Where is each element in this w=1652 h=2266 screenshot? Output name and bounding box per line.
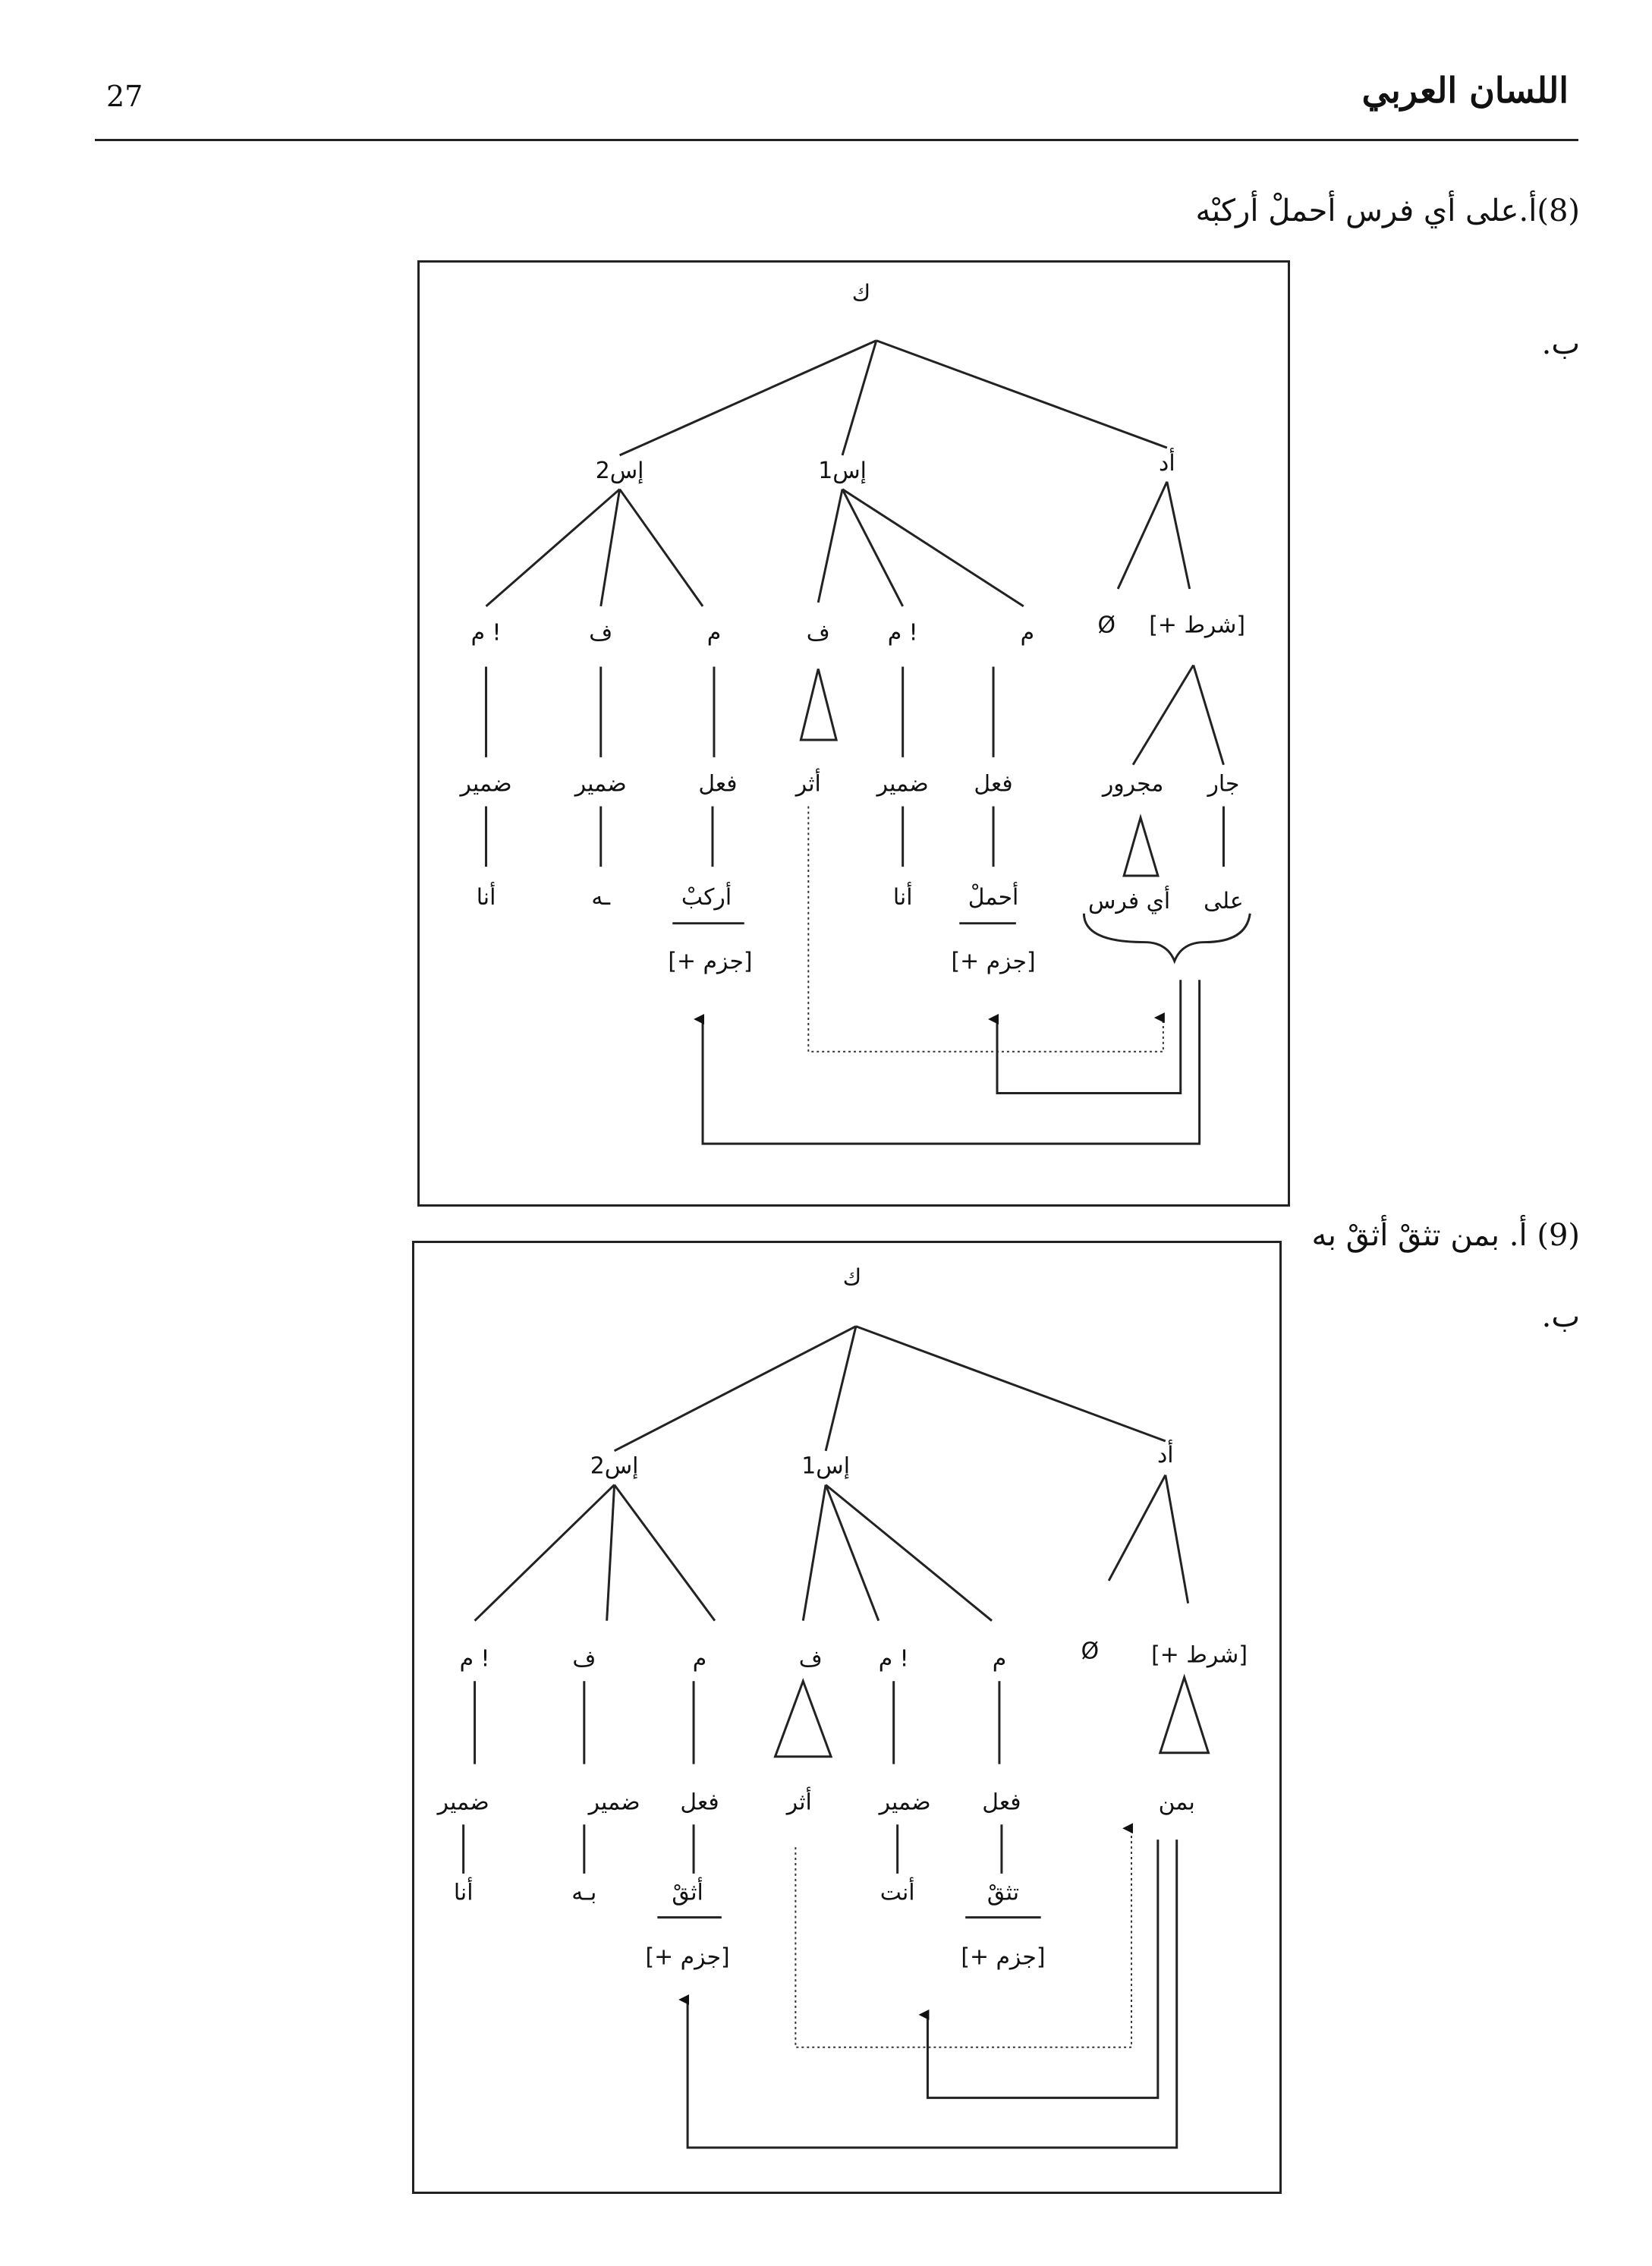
- word-ana1: أنا: [893, 881, 913, 911]
- word-ana: أنا: [454, 1877, 474, 1906]
- tree-8-edges: [485, 339, 1251, 965]
- node-fil1: فعل: [974, 771, 1012, 798]
- node-is2: إس2: [590, 1453, 639, 1480]
- word-v2: أركبْ: [681, 881, 732, 911]
- tree-8-arrows: [694, 806, 1201, 1145]
- example-8-sentence: (8)أ.على أي فرس أحملْ أركبْه: [1195, 194, 1581, 228]
- node-athar: أثر: [795, 768, 821, 798]
- node-damir3: ضمير: [436, 1789, 489, 1815]
- node-null: Ø: [1081, 1638, 1099, 1664]
- node-shart: [+ شرط]: [1151, 1641, 1248, 1668]
- node-shart: [+ شرط]: [1149, 612, 1245, 639]
- node-is1: إس1: [801, 1453, 850, 1480]
- node-damir3: ضمير: [459, 771, 512, 798]
- feature-jazm2: [+ جزم]: [668, 948, 752, 974]
- node-is2-f: ف: [572, 1645, 596, 1672]
- node-is1: إس1: [818, 458, 867, 484]
- word-ala: على: [1204, 888, 1244, 914]
- node-is2-f: ف: [589, 620, 612, 647]
- node-majrur: مجرور: [1101, 771, 1164, 798]
- node-damir1: ضمير: [876, 771, 929, 798]
- word-anta: أنت: [880, 1877, 915, 1906]
- word-v1: أحملْ: [968, 881, 1019, 911]
- word-bih: ـه: [591, 884, 611, 911]
- node-damir2: ضمير: [574, 771, 627, 798]
- node-is2: إس2: [596, 458, 644, 484]
- page-number: 27: [106, 80, 143, 113]
- tree-9-svg: ك أد إس1 إس2 [+ شرط] Ø بمن م م ! ف فعل ض…: [436, 1264, 1248, 2149]
- tree-8-svg: ك أد إس1 إس2 [+ شرط] Ø جار مجرور على أي …: [459, 280, 1251, 1145]
- feature-jazm1: [+ جزم]: [961, 1943, 1045, 1970]
- journal-title: اللسان العربي: [1361, 70, 1569, 111]
- node-is1-mx: م !: [888, 620, 918, 647]
- node-is1-f: ف: [799, 1645, 823, 1672]
- example-9-sub-b: ب.: [1541, 1299, 1580, 1334]
- example-8-sub-b: ب.: [1541, 326, 1580, 361]
- node-fil2: فعل: [698, 771, 737, 798]
- node-root: ك: [852, 280, 871, 307]
- tree-diagram-8: ك أد إس1 إس2 [+ شرط] Ø جار مجرور على أي …: [417, 260, 1290, 1207]
- word-ana2: أنا: [477, 881, 496, 911]
- node-is1-m: م: [1021, 620, 1034, 647]
- node-is1-m: م: [993, 1645, 1006, 1672]
- example-9-sentence: (9) أ. بمن تثقْ أثقْ به: [1311, 1218, 1580, 1253]
- node-adah: أد: [1159, 447, 1175, 477]
- header-rule: [95, 139, 1578, 141]
- node-athar: أثر: [785, 1786, 812, 1815]
- node-fil2: فعل: [680, 1789, 719, 1815]
- node-is1-f: ف: [807, 620, 830, 647]
- node-is2-m: م: [707, 620, 721, 647]
- node-is2-mx: م !: [460, 1645, 490, 1672]
- tree-9-edges: [462, 1325, 1210, 1919]
- tree-9-arrows: [678, 1823, 1178, 2149]
- node-adah: أد: [1157, 1439, 1174, 1468]
- node-damir1: ضمير: [878, 1789, 931, 1815]
- feature-jazm2: [+ جزم]: [646, 1943, 730, 1970]
- node-jar: جار: [1206, 771, 1239, 798]
- word-biman: بمن: [1159, 1789, 1195, 1815]
- feature-jazm1: [+ جزم]: [951, 948, 1035, 974]
- node-is2-mx: م !: [471, 620, 502, 647]
- node-fil1: فعل: [982, 1789, 1021, 1815]
- node-null: Ø: [1098, 612, 1115, 639]
- node-root: ك: [843, 1264, 862, 1291]
- node-is1-mx: م !: [879, 1645, 909, 1672]
- word-bih: بـه: [571, 1880, 596, 1906]
- tree-diagram-9: ك أد إس1 إس2 [+ شرط] Ø بمن م م ! ف فعل ض…: [412, 1241, 1282, 2194]
- node-is2-m: م: [693, 1645, 706, 1672]
- word-v1: تثقْ: [987, 1880, 1019, 1906]
- word-v2: أثقْ: [672, 1877, 703, 1906]
- node-damir2: ضمير: [587, 1789, 640, 1815]
- word-ayy-faras: أي فرس: [1088, 885, 1170, 914]
